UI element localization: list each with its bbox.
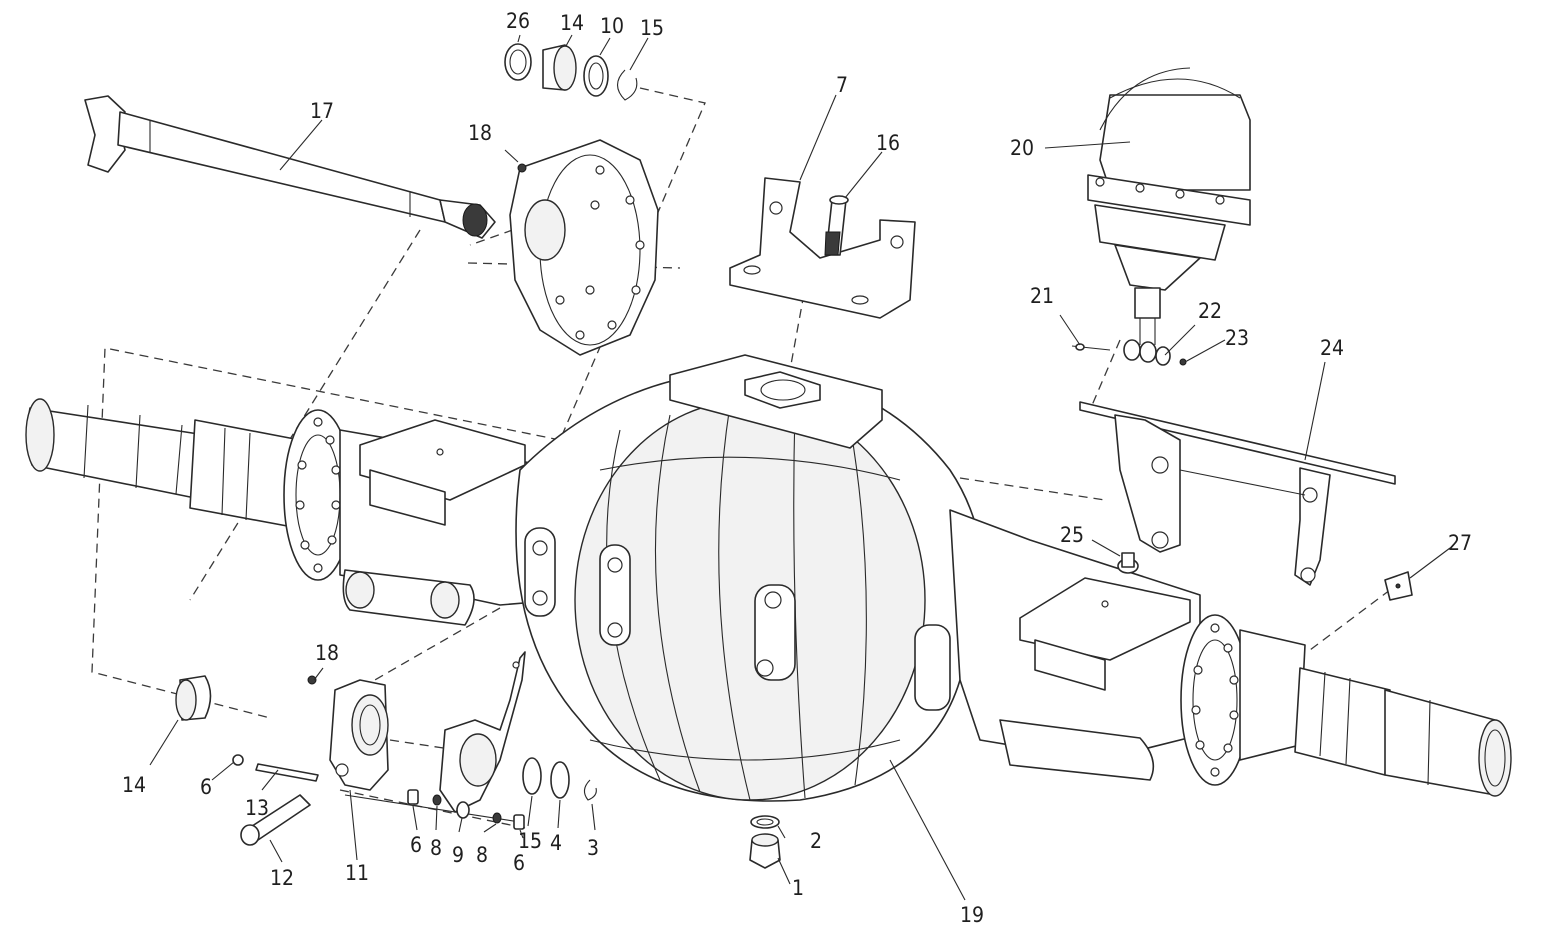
bearing-14-lower [175,675,212,721]
callout-27: 27 [1448,531,1472,555]
callout-6-mid: 6 [410,833,422,857]
axle-shaft [84,95,496,239]
callout-13: 13 [245,796,269,820]
drain-plug [749,815,781,869]
callout-15-top: 15 [640,16,664,40]
callout-25: 25 [1060,523,1084,547]
callout-1: 1 [792,876,804,900]
bolt-25 [1117,552,1139,574]
leader-lines [149,34,1451,901]
left-flange-bolt-holes [295,417,341,573]
axle-housing [25,354,1512,802]
callout-14-top: 14 [560,11,584,35]
callout-26: 26 [506,9,530,33]
callout-17: 17 [310,99,334,123]
callout-15-bottom: 15 [518,829,542,853]
camshaft [344,794,521,823]
callout-22: 22 [1198,299,1222,323]
callout-14-bottom: 14 [122,773,146,797]
callout-16: 16 [876,131,900,155]
slack-adjuster [439,651,526,813]
callout-4: 4 [550,831,562,855]
callout-labels: 26 14 10 15 17 18 7 16 20 21 22 23 24 25… [122,9,1472,927]
callout-20: 20 [1010,136,1034,160]
callout-11: 11 [345,861,369,885]
callout-6-left: 6 [200,775,212,799]
chamber-bracket [1079,401,1396,586]
camshaft-bracket [307,675,389,791]
small-hardware [232,754,597,846]
callout-3: 3 [587,836,599,860]
callout-23: 23 [1225,326,1249,350]
callout-2: 2 [810,829,822,853]
callout-18-top: 18 [468,121,492,145]
callout-8-right: 8 [476,843,488,867]
brake-chamber [1071,67,1251,366]
brake-backing-plate [509,139,659,356]
bearing-set-top [504,43,638,101]
callout-18-bottom: 18 [315,641,339,665]
callout-8-left: 8 [430,836,442,860]
callout-10: 10 [600,14,624,38]
callout-12: 12 [270,866,294,890]
plate-27 [1384,571,1413,601]
callout-21: 21 [1030,284,1054,308]
callout-9: 9 [452,843,464,867]
spring-bracket [729,177,916,319]
callout-7: 7 [836,73,848,97]
right-flange-bolt-holes [1191,623,1239,777]
callout-24: 24 [1320,336,1344,360]
callout-19: 19 [960,903,984,927]
bolt [824,195,849,256]
callout-6-right: 6 [513,851,525,875]
